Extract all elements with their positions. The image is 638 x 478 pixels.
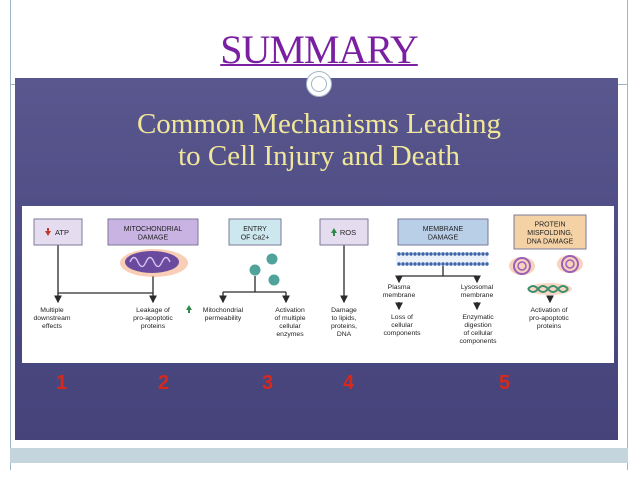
box-ros — [319, 218, 369, 246]
number-label-3: 3 — [262, 372, 274, 394]
protein-dna-illustration — [509, 255, 583, 295]
box-label-ros: ROS — [340, 228, 356, 237]
footer-strip — [10, 448, 628, 463]
frame-line-right — [627, 0, 628, 470]
ornament-circle — [306, 71, 332, 97]
panel-heading-line1: Common Mechanisms Leading — [136, 108, 502, 140]
box-protein — [513, 214, 587, 250]
number-label-2: 2 — [158, 372, 170, 394]
number-label-5: 5 — [499, 372, 511, 394]
membrane-bilayer-illustration — [396, 252, 489, 266]
box-membrane — [397, 218, 489, 246]
up-arrow-icon — [331, 228, 337, 236]
slide-title: SUMMARY — [220, 27, 419, 72]
box-mito — [107, 218, 199, 246]
down-arrow-icon — [45, 228, 51, 236]
frame-line-left — [10, 0, 11, 470]
number-label-4: 4 — [343, 372, 355, 394]
panel-heading-line2: to Cell Injury and Death — [178, 140, 460, 172]
box-label-atp: ATP — [55, 228, 69, 237]
box-atp — [33, 218, 83, 246]
calcium-ions-illustration — [249, 253, 280, 286]
up-arrow-icon — [186, 305, 192, 313]
number-label-1: 1 — [56, 372, 68, 394]
mitochondrion-illustration — [120, 249, 188, 277]
box-calcium — [228, 218, 282, 246]
